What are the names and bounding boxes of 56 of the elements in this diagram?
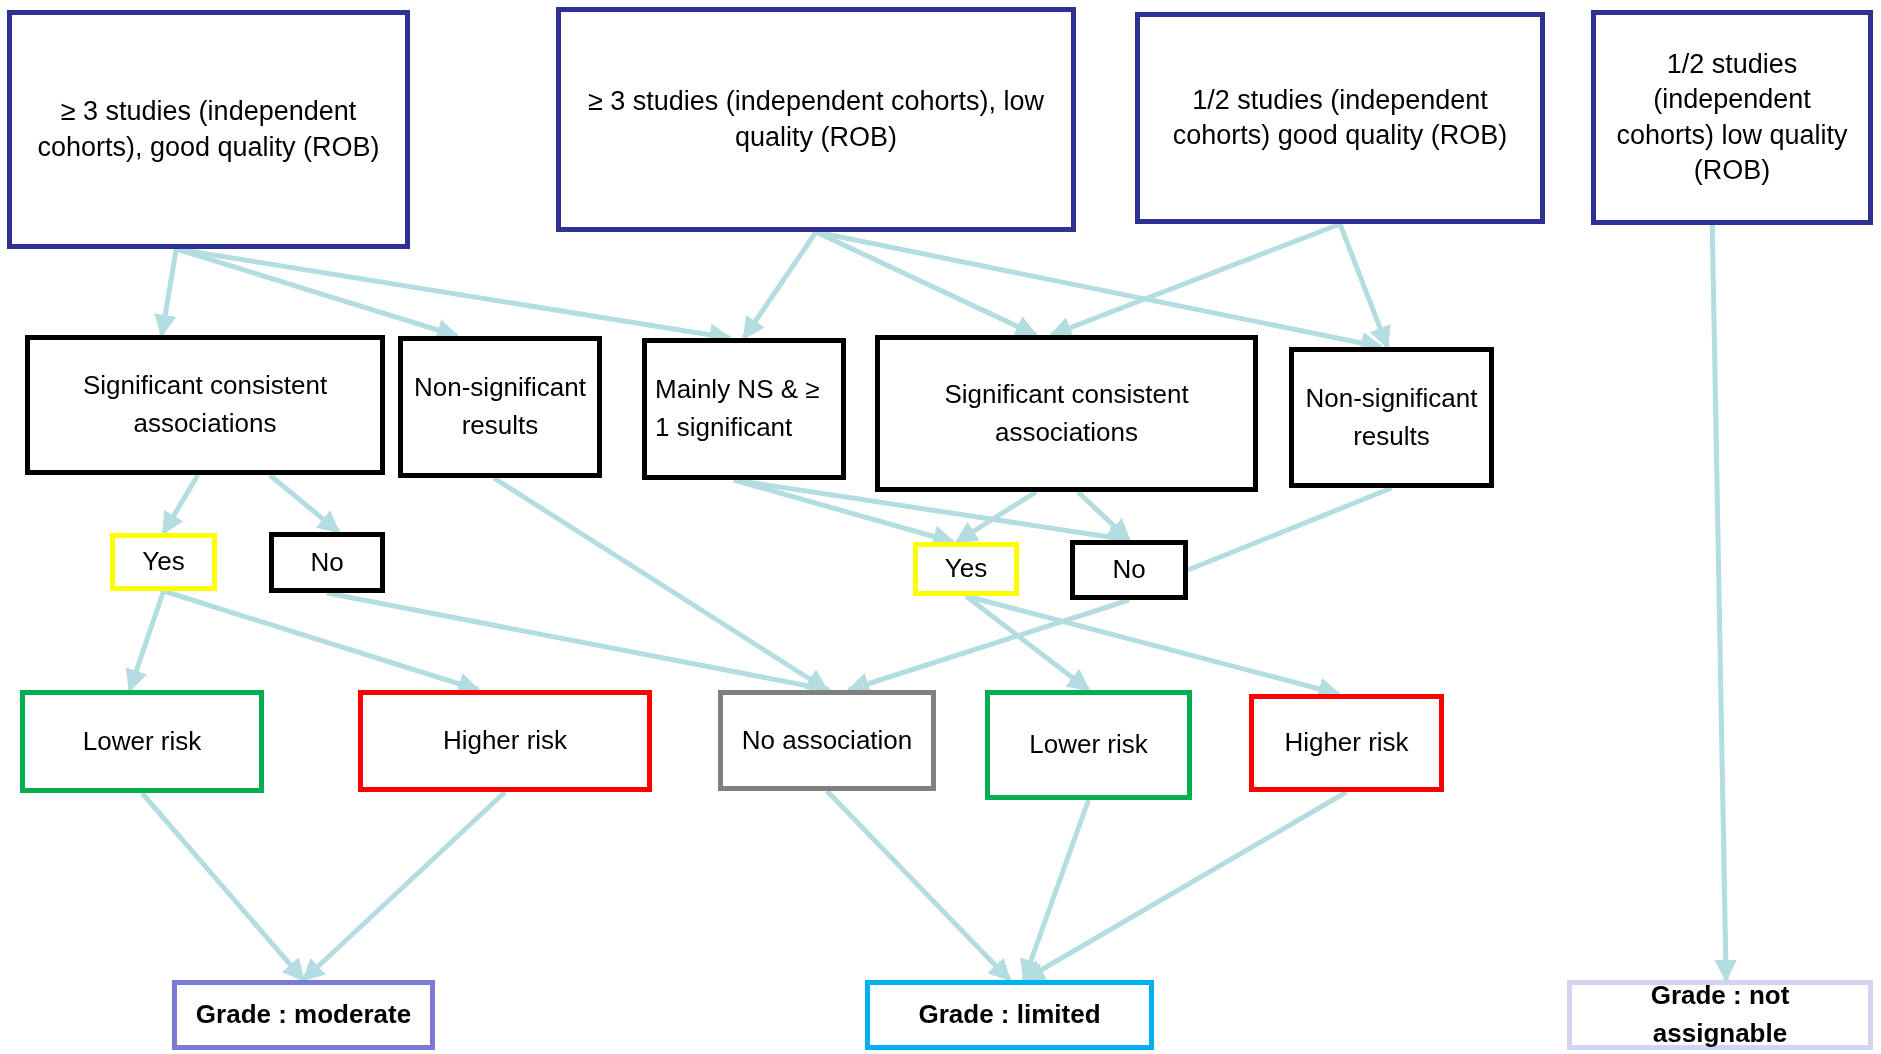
study-box bbox=[556, 7, 1076, 232]
arrow bbox=[125, 590, 166, 693]
box-label: Non-significant results bbox=[1304, 381, 1479, 453]
arrow bbox=[741, 230, 819, 340]
arrow bbox=[140, 791, 306, 982]
box-label: ≥ 3 studies (independent cohorts), low quality (ROB) bbox=[586, 85, 1046, 154]
box-label: Grade : moderate bbox=[194, 998, 413, 1032]
process-box bbox=[642, 338, 846, 480]
box-label: Non-significant results bbox=[413, 371, 587, 442]
process-box bbox=[20, 690, 264, 793]
process-box bbox=[913, 542, 1019, 596]
process-box bbox=[358, 690, 652, 792]
arrow bbox=[301, 790, 507, 982]
box-label: 1/2 studies (independent cohorts) good quality (ROB) bbox=[1171, 83, 1509, 152]
process-box bbox=[1249, 694, 1444, 792]
box-label: No bbox=[309, 545, 345, 579]
box-label: Lower risk bbox=[81, 724, 203, 758]
process-box bbox=[110, 533, 217, 591]
box-label: Higher risk bbox=[1283, 726, 1410, 760]
process-box bbox=[25, 335, 385, 475]
arrow bbox=[825, 789, 1012, 982]
study-box bbox=[1135, 12, 1545, 224]
box-label: Lower risk bbox=[1028, 728, 1149, 762]
box-label: 1/2 studies (independent cohorts) low quality (ROB) bbox=[1615, 48, 1849, 187]
study-box bbox=[7, 10, 410, 249]
arrow bbox=[268, 473, 341, 534]
connector-line bbox=[1187, 485, 1393, 573]
arrow bbox=[1076, 490, 1131, 542]
box-label: Higher risk bbox=[441, 724, 569, 758]
process-box bbox=[398, 336, 602, 478]
box-label: Mainly NS & ≥ 1 significant bbox=[654, 373, 821, 444]
arrow bbox=[161, 473, 200, 535]
grade-box bbox=[172, 980, 435, 1050]
grade-box bbox=[1567, 980, 1873, 1050]
grade-box bbox=[865, 980, 1154, 1050]
box-label: Yes bbox=[943, 552, 989, 586]
box-label: ≥ 3 studies (independent cohorts), good quality (ROB) bbox=[36, 95, 381, 164]
box-label: Yes bbox=[141, 545, 186, 579]
box-label: Grade : limited bbox=[917, 998, 1102, 1032]
arrow bbox=[964, 594, 1091, 692]
process-box bbox=[875, 335, 1258, 492]
box-label: No association bbox=[740, 723, 914, 757]
arrow bbox=[1337, 223, 1391, 350]
process-box bbox=[1070, 540, 1188, 600]
box-label: Significant consistent associations bbox=[943, 377, 1190, 449]
arrow bbox=[154, 248, 179, 338]
process-box bbox=[985, 690, 1192, 800]
arrow bbox=[1709, 224, 1737, 983]
process-box bbox=[269, 532, 385, 593]
box-label: Significant consistent associations bbox=[81, 369, 329, 440]
arrow bbox=[954, 489, 1038, 545]
box-label: Grade : not assignable bbox=[1649, 979, 1791, 1050]
process-box bbox=[718, 690, 936, 791]
process-box bbox=[1289, 347, 1494, 488]
box-label: No bbox=[1111, 553, 1147, 587]
study-box bbox=[1591, 10, 1873, 225]
